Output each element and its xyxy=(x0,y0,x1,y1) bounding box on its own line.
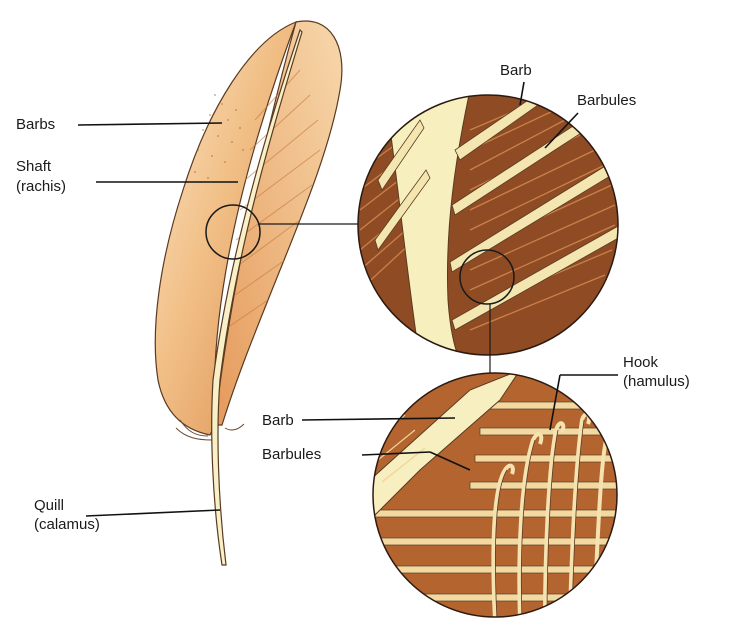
label-shaft: Shaft xyxy=(16,158,51,176)
label-barbules-top: Barbules xyxy=(577,92,636,110)
label-barb-bottom: Barb xyxy=(262,412,294,430)
label-quill-sub: (calamus) xyxy=(34,516,100,534)
label-quill: Quill xyxy=(34,497,64,515)
label-barb-top: Barb xyxy=(500,62,532,80)
label-barbules-bottom: Barbules xyxy=(262,446,321,464)
label-hook: Hook xyxy=(623,354,658,372)
leader-barbs xyxy=(78,123,222,125)
label-shaft-sub: (rachis) xyxy=(16,178,66,196)
feather xyxy=(155,21,342,565)
label-hook-sub: (hamulus) xyxy=(623,373,690,391)
zoom-circle-hooks xyxy=(370,370,630,620)
label-barbs: Barbs xyxy=(16,116,55,134)
leader-quill xyxy=(86,510,220,516)
